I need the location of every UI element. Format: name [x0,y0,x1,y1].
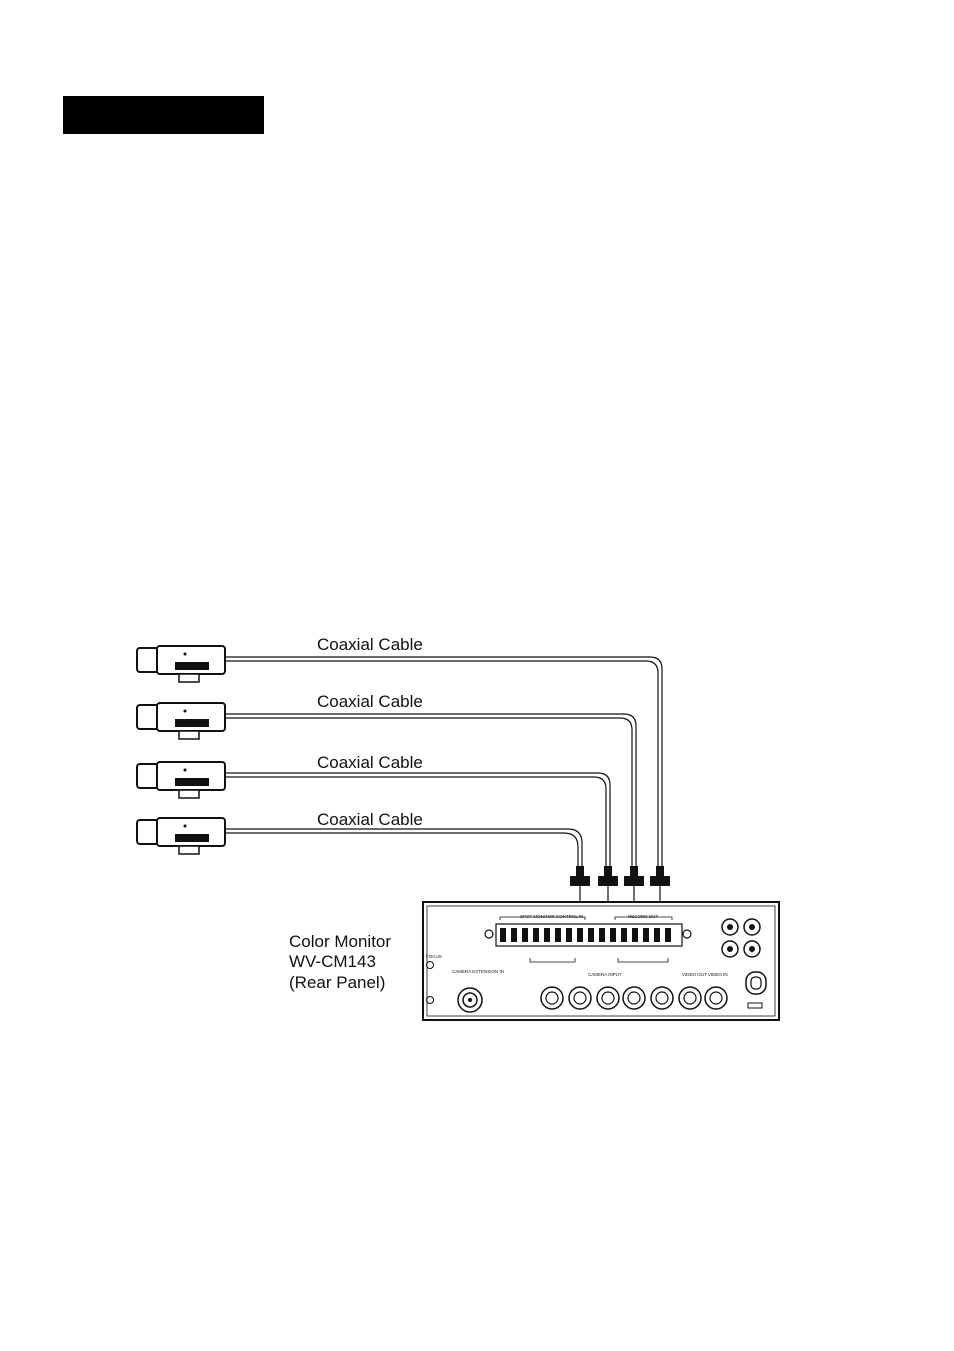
record-out-label: RECORD OUT [628,914,659,919]
coaxial-cable-label: Coaxial Cable [317,810,423,829]
monitor-model-label: WV-CM143 [289,952,376,971]
spot-monitor-control-label: SPOT MONITOR CONTROL IN [520,914,583,919]
camera-input-label: CAMERA INPUT [588,972,622,977]
coaxial-cable-label: Coaxial Cable [317,692,423,711]
monitor-rear-panel: FOCUS SPOT MONITOR CONTROL IN RECORD OUT… [423,902,779,1020]
monitor-panel-label: (Rear Panel) [289,973,385,992]
video-out-video-in-label: VIDEO OUT VIDEO IN [682,972,728,977]
coaxial-cable-label: Coaxial Cable [317,753,423,772]
coaxial-cable-label: Coaxial Cable [317,635,423,654]
focus-label: FOCUS [426,954,442,959]
monitor-name-label: Color Monitor [289,932,391,951]
camera-extension-label: CAMERA EXTENSION IN [452,969,504,974]
